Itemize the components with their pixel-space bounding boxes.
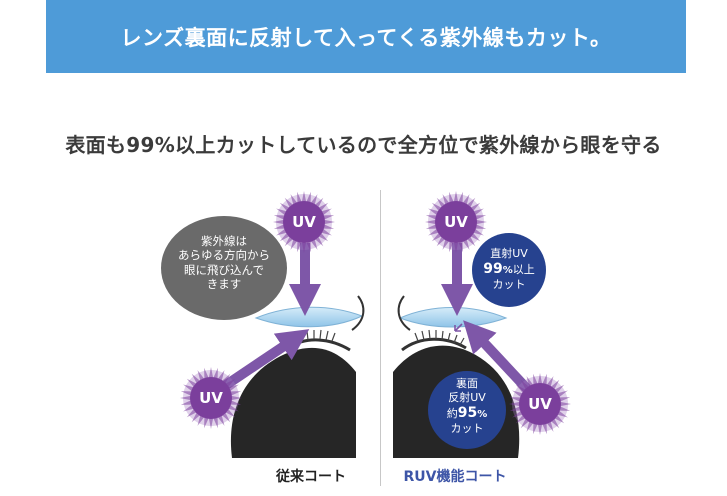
- back-line-3: 約95%: [432, 405, 502, 423]
- left-bubble-line-4: きます: [206, 277, 242, 292]
- right-reflection-mark: [454, 323, 463, 332]
- right-lens: [398, 307, 508, 328]
- back-line-2: 反射UV: [448, 390, 486, 404]
- back-line-1: 裏面: [456, 377, 478, 390]
- direct-percent: 99: [483, 260, 503, 277]
- left-frame: [351, 295, 365, 331]
- direct-pct-sign: %: [502, 264, 513, 276]
- direct-line-2: 99%以上: [474, 261, 544, 279]
- right-eyelashes: [414, 329, 465, 346]
- direct-suffix: 以上: [512, 262, 535, 276]
- right-uv-top-burst: [425, 191, 487, 253]
- right-caption: RUV機能コート: [403, 469, 507, 485]
- right-back-bubble: [428, 371, 506, 449]
- direct-line-1: 直射UV: [490, 247, 528, 260]
- left-uv-bottom-label: UV: [199, 389, 223, 407]
- left-uv-top-burst: [273, 191, 335, 253]
- right-arrow-diag: [463, 320, 534, 396]
- back-line-4: カット: [450, 422, 484, 435]
- panel-divider: [380, 190, 381, 486]
- right-uv-top-label: UV: [444, 213, 468, 231]
- left-uv-top-label: UV: [292, 213, 316, 231]
- right-uv-bottom-label: UV: [528, 395, 552, 413]
- left-bubble-line-1: 紫外線は: [201, 234, 247, 248]
- right-uv-bottom-burst: [509, 373, 571, 435]
- right-frame: [397, 295, 411, 331]
- back-bubble-text: 裏面 反射UV 約95% カット: [432, 377, 502, 436]
- right-direct-bubble: [472, 233, 546, 307]
- left-bubble-line-2: あらゆる方向から: [178, 248, 270, 263]
- left-arrow-diag: [223, 329, 310, 390]
- right-panel-illustration: [393, 191, 571, 458]
- left-caption: 従来コート: [276, 469, 346, 485]
- back-pct-sign: %: [477, 408, 488, 420]
- back-prefix: 約: [446, 406, 458, 420]
- back-percent: 95: [457, 404, 478, 421]
- direct-line-3: カット: [492, 278, 526, 292]
- left-lens: [254, 306, 364, 328]
- left-uv-bottom-burst: [180, 367, 242, 429]
- left-bubble-line-3: 眼に飛び込んで: [184, 262, 264, 277]
- page-headline: 表面も99%以上カットしているので全方位で紫外線から眼を守る: [65, 133, 662, 157]
- left-panel-illustration: [161, 191, 365, 458]
- direct-bubble-text: 直射UV 99%以上 カット: [474, 247, 544, 292]
- left-bubble-text: 紫外線は あらゆる方向から 眼に飛び込んで きます: [164, 234, 284, 292]
- banner-title: レンズ裏面に反射して入ってくる紫外線もカット。: [120, 25, 612, 50]
- left-info-bubble: [161, 216, 287, 320]
- left-head-silhouette: [230, 347, 356, 458]
- header-banner: レンズ裏面に反射して入ってくる紫外線もカット。: [46, 0, 686, 73]
